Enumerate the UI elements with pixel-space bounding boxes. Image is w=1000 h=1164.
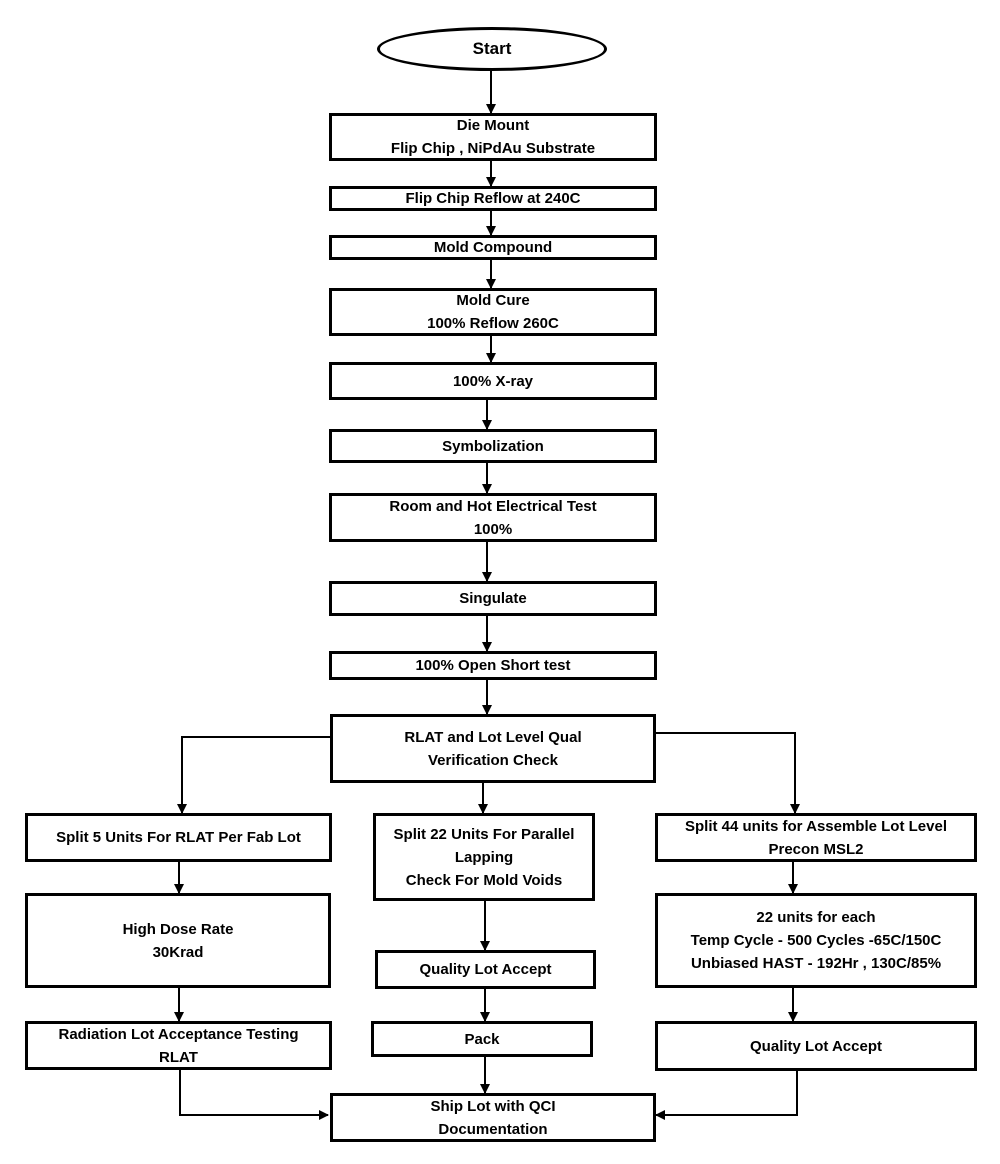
electrical-test-line-2: 100% <box>473 520 513 538</box>
rlat-testing-line-1: Radiation Lot Acceptance Testing <box>58 1025 299 1043</box>
ship-box: Ship Lot with QCI Documentation <box>330 1093 656 1142</box>
split22-line-2: Lapping <box>454 848 514 866</box>
arrow-rlat-check-to-split44 <box>656 732 800 814</box>
reflow-box: Flip Chip Reflow at 240C <box>329 186 657 211</box>
split5-box: Split 5 Units For RLAT Per Fab Lot <box>25 813 332 862</box>
split22-line-3: Check For Mold Voids <box>405 871 563 889</box>
mold-cure-box: Mold Cure 100% Reflow 260C <box>329 288 657 336</box>
open-short-box: 100% Open Short test <box>329 651 657 680</box>
units-each-line-3: Unbiased HAST - 192Hr , 130C/85% <box>690 955 942 972</box>
high-dose-box: High Dose Rate 30Krad <box>25 893 331 988</box>
split5-label: Split 5 Units For RLAT Per Fab Lot <box>56 829 301 846</box>
arrow-rlat-testing-to-ship <box>179 1070 329 1120</box>
split22-box: Split 22 Units For Parallel Lapping Chec… <box>373 813 595 901</box>
arrow-rlat-check-to-split5 <box>177 736 330 814</box>
pack-box: Pack <box>371 1021 593 1057</box>
electrical-test-line-1: Room and Hot Electrical Test <box>389 497 597 515</box>
xray-box: 100% X-ray <box>329 362 657 400</box>
rlat-testing-box: Radiation Lot Acceptance Testing RLAT <box>25 1021 332 1070</box>
split44-line-1: Split 44 units for Assemble Lot Level <box>684 817 947 835</box>
arrow-quality-accept-right-to-ship <box>655 1071 798 1120</box>
units-each-box: 22 units for each Temp Cycle - 500 Cycle… <box>655 893 977 988</box>
units-each-line-1: 22 units for each <box>756 909 876 926</box>
open-short-label: 100% Open Short test <box>415 657 571 674</box>
symbolization-label: Symbolization <box>442 437 544 455</box>
singulate-box: Singulate <box>329 581 657 616</box>
mold-compound-box: Mold Compound <box>329 235 657 260</box>
ship-line-1: Ship Lot with QCI <box>430 1097 556 1115</box>
quality-accept-mid-label: Quality Lot Accept <box>419 961 552 978</box>
start-label: Start <box>472 39 512 58</box>
rlat-check-line-1: RLAT and Lot Level Qual <box>404 728 582 746</box>
quality-accept-mid-box: Quality Lot Accept <box>375 950 596 989</box>
quality-accept-right-label: Quality Lot Accept <box>750 1037 882 1055</box>
xray-label: 100% X-ray <box>452 372 534 390</box>
high-dose-line-2: 30Krad <box>152 943 204 961</box>
rlat-check-line-2: Verification Check <box>427 751 559 769</box>
singulate-label: Singulate <box>459 590 527 607</box>
high-dose-line-1: High Dose Rate <box>122 920 234 938</box>
electrical-test-box: Room and Hot Electrical Test 100% <box>329 493 657 542</box>
die-mount-line-2: Flip Chip , NiPdAu Substrate <box>390 140 596 157</box>
split44-box: Split 44 units for Assemble Lot Level Pr… <box>655 813 977 862</box>
units-each-line-2: Temp Cycle - 500 Cycles -65C/150C <box>690 932 942 949</box>
rlat-check-box: RLAT and Lot Level Qual Verification Che… <box>330 714 656 783</box>
ship-line-2: Documentation <box>438 1120 548 1138</box>
symbolization-box: Symbolization <box>329 429 657 463</box>
mold-cure-line-1: Mold Cure <box>456 292 530 309</box>
die-mount-line-1: Die Mount <box>456 117 530 134</box>
reflow-label: Flip Chip Reflow at 240C <box>405 190 581 207</box>
mold-cure-line-2: 100% Reflow 260C <box>427 315 559 332</box>
mold-compound-label: Mold Compound <box>433 239 553 256</box>
split44-line-2: Precon MSL2 <box>768 840 864 858</box>
start-node: Start <box>377 27 607 71</box>
die-mount-box: Die Mount Flip Chip , NiPdAu Substrate <box>329 113 657 161</box>
pack-label: Pack <box>464 1030 500 1048</box>
rlat-testing-line-2: RLAT <box>159 1048 198 1066</box>
split22-line-1: Split 22 Units For Parallel <box>393 825 575 843</box>
quality-accept-right-box: Quality Lot Accept <box>655 1021 977 1071</box>
